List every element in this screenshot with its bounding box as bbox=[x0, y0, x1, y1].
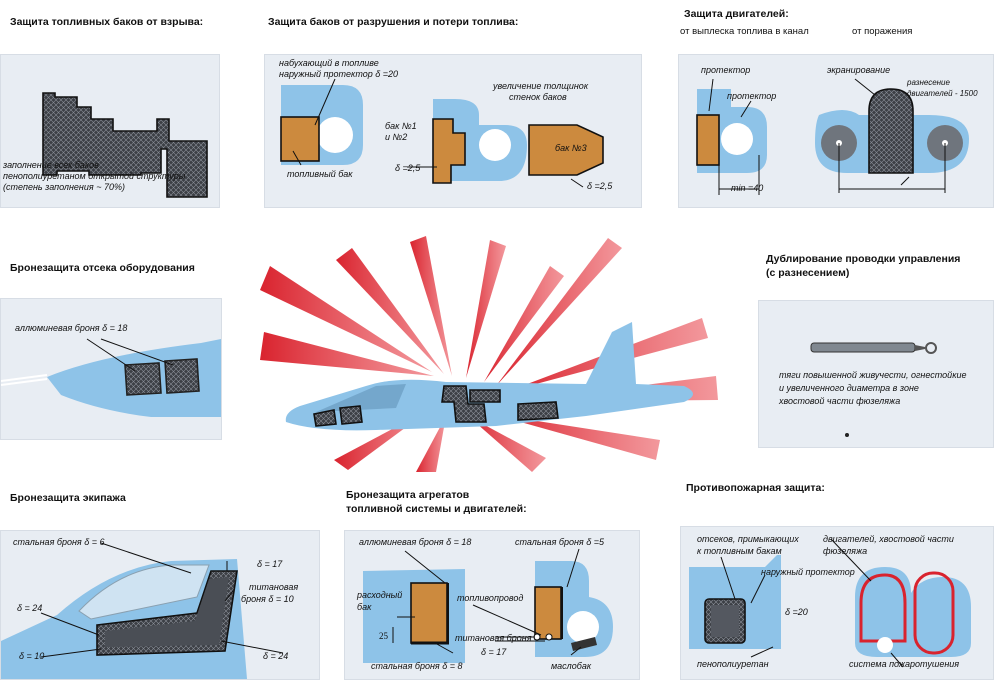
protector-label-1: протектор bbox=[701, 65, 751, 75]
crew-armor-24a-label: δ = 24 bbox=[17, 603, 43, 613]
fuel-tank-explosion-panel: заполнение всех баков пенополиуретаном о… bbox=[0, 54, 220, 208]
units-armor-panel: аллюминевая броня δ = 18 стальная броня … bbox=[344, 530, 640, 680]
units-armor-title: Бронезащита агрегатов топливной системы … bbox=[346, 489, 527, 515]
engine-separation-label: разнесение двигателей - 1500 bbox=[907, 78, 978, 98]
control-rod-note: тяги повышенной живучести, огнестойкие и… bbox=[779, 370, 967, 406]
fire-protection-drawing bbox=[689, 538, 971, 668]
swelling-protector-label: набухающий в топливе наружный протектор … bbox=[279, 58, 399, 79]
titanium-armor-label: титановая броня δ = 10 bbox=[241, 582, 299, 604]
steel-armor-8-label: стальная броня δ = 8 bbox=[371, 661, 463, 671]
foam-filling-note: заполнение всех баков пенополиуретаном о… bbox=[3, 160, 186, 192]
equipment-armor-title: Бронезащита отсека оборудования bbox=[10, 262, 195, 274]
steel-armor-6-label: стальная броня δ = 6 bbox=[13, 537, 105, 547]
crew-armor-title: Бронезащита экипажа bbox=[10, 492, 126, 504]
crew-armor-panel: стальная броня δ = 6 δ = 17 титановая бр… bbox=[0, 530, 320, 680]
engines-tail-label: двигателей, хвостовой части фюзеляжа bbox=[823, 534, 954, 556]
control-duplication-title: Дублирование проводки управления (с разн… bbox=[766, 253, 961, 279]
wall-thickness-b-label: δ =2,5 bbox=[587, 181, 613, 191]
engine-protection-title: Защита двигателей: bbox=[684, 8, 789, 20]
compartments-label: отсеков, примыкающих к топливным бакам bbox=[697, 534, 799, 556]
control-rod-drawing bbox=[810, 342, 937, 437]
fire-extinguishing-label: система пожаротушения bbox=[849, 659, 960, 669]
tank-damage-drawing bbox=[280, 78, 604, 188]
crew-armor-17-label: δ = 17 bbox=[257, 559, 283, 569]
polyurethane-foam-label: пенополиуретан bbox=[697, 659, 769, 669]
engine-protection-sub-left: от выплеска топлива в канал bbox=[680, 26, 809, 37]
min-distance-label: min =40 bbox=[731, 183, 764, 193]
feed-tank-label: расходный бак bbox=[357, 590, 403, 612]
aluminium-armor-18-label: аллюминевая броня δ = 18 bbox=[359, 537, 472, 547]
engine-protection-panel: протектор протектор min =40 экранировани… bbox=[678, 54, 994, 208]
engine-protection-sub-right: от поражения bbox=[852, 26, 913, 37]
control-duplication-panel: тяги повышенной живучести, огнестойкие и… bbox=[758, 300, 994, 448]
fuel-pipe-label: топливопровод bbox=[457, 593, 524, 603]
steel-armor-5-label: стальная броня δ =5 bbox=[515, 537, 604, 547]
protector-label-2: протектор bbox=[727, 91, 777, 101]
oil-tank-label: маслобак bbox=[551, 661, 592, 671]
filled-tanks-drawing bbox=[42, 92, 208, 198]
protector-thickness-label: δ =20 bbox=[785, 607, 808, 617]
equipment-bay-drawing bbox=[1, 338, 221, 417]
crew-armor-10-label: δ = 10 bbox=[19, 651, 45, 661]
shielding-label: экранирование bbox=[827, 65, 891, 75]
external-protector-label: наружный протектор bbox=[761, 567, 855, 577]
units-armor-17-label: δ = 17 bbox=[481, 647, 507, 657]
fuel-tank-label: топливный бак bbox=[287, 169, 353, 179]
fuel-tank-explosion-title: Защита топливных баков от взрыва: bbox=[10, 16, 204, 28]
wall-thickness-a-label: δ =2,5 bbox=[395, 163, 421, 173]
tank-3-label: бак №3 bbox=[555, 143, 587, 153]
wall-thickening-label: увеличение толщинок стенок баков bbox=[493, 81, 589, 102]
units-armor-drawing bbox=[363, 548, 613, 663]
tank-damage-title: Защита баков от разрушения и потери топл… bbox=[268, 16, 519, 28]
fire-protection-title: Противопожарная защита: bbox=[686, 482, 825, 494]
engine-protection-drawing bbox=[696, 78, 969, 195]
equipment-armor-panel: аллюминевая броня δ = 18 bbox=[0, 298, 222, 440]
threat-rays bbox=[260, 236, 718, 472]
tank-damage-panel: набухающий в топливе наружный протектор … bbox=[264, 54, 642, 208]
crew-cockpit-drawing bbox=[1, 542, 284, 679]
aircraft-illustration bbox=[256, 236, 726, 472]
titanium-armor-units-label: титановая броня bbox=[455, 633, 532, 643]
fire-protection-panel: отсеков, примыкающих к топливным бакам д… bbox=[680, 526, 994, 680]
aluminium-armor-label: аллюминевая броня δ = 18 bbox=[15, 323, 128, 333]
tank-1-2-label: бак №1 и №2 bbox=[385, 121, 417, 142]
dimension-25-label: 25 bbox=[379, 631, 388, 641]
aircraft-drawing bbox=[260, 236, 718, 472]
crew-armor-24b-label: δ = 24 bbox=[263, 651, 289, 661]
